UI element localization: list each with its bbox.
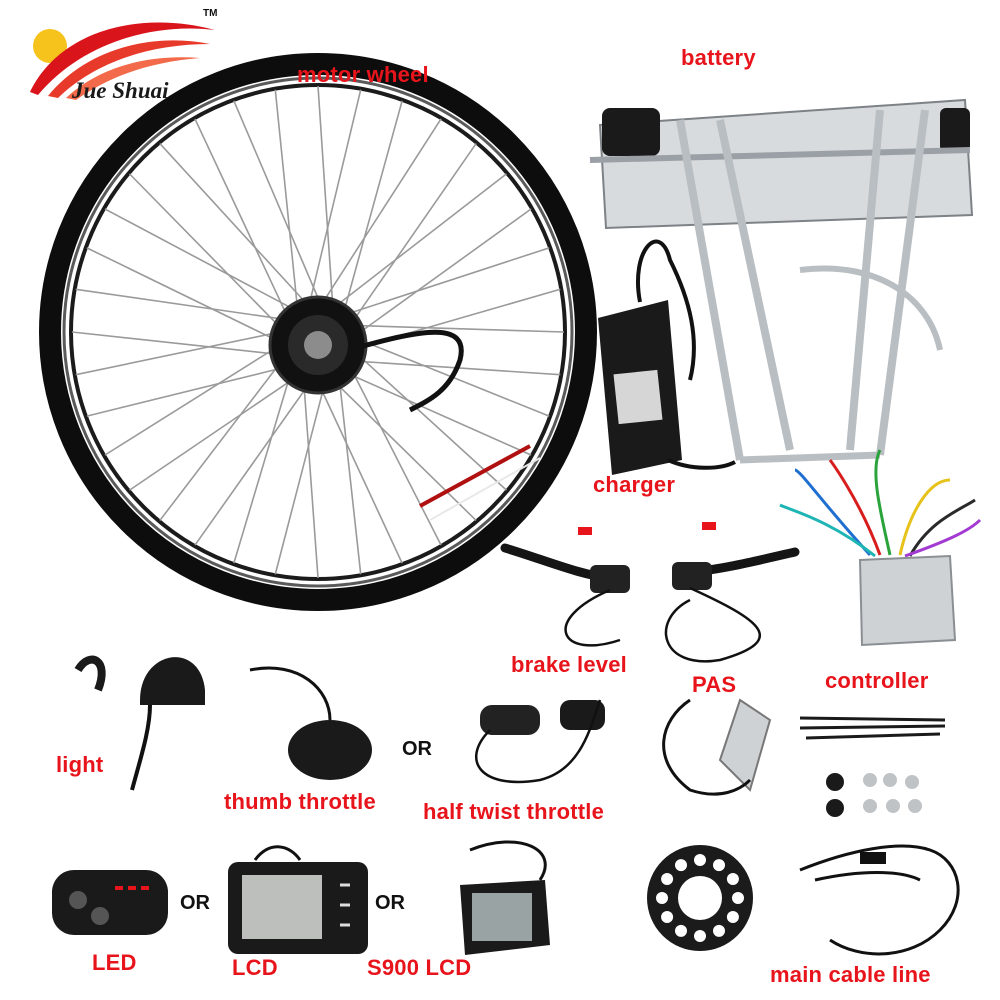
label-battery: battery [681,45,756,70]
label-thumb-throttle: thumb throttle [224,789,376,814]
bolts-icon [826,773,922,817]
cable-ties-icon [799,716,946,740]
twist-throttle-icon [475,699,605,784]
or-separator-lcd-s900: OR [375,892,405,914]
led-display-icon [52,870,168,935]
label-pas: PAS [692,672,737,697]
thumb-throttle-icon [249,666,372,780]
brand-name: Jue Shuai [72,78,169,103]
pas-disc-icon [647,845,753,951]
label-lcd: LCD [232,955,278,980]
lcd-display-icon [228,845,368,954]
label-half-twist-throttle: half twist throttle [423,799,605,824]
label-light: light [56,752,104,777]
or-separator-led-lcd: OR [180,892,210,914]
motor-wheel-icon [39,53,597,611]
s900-display-icon [460,840,550,955]
light-icon [74,655,205,791]
pas-sensor-icon [662,698,772,796]
label-led: LED [92,950,137,975]
brand-logo-swoosh-icon [30,22,215,100]
charger-icon [598,239,736,475]
label-charger: charger [593,472,676,497]
label-motor-wheel: motor wheel [297,62,429,87]
label-controller: controller [825,668,929,693]
label-s900-lcd: S900 LCD [367,955,472,980]
label-brake-level: brake level [511,652,627,677]
cable-harness-icon [799,844,960,956]
label-main-cable-line: main cable line [770,962,931,987]
battery-rack-icon [589,98,974,464]
controller-icon [779,449,982,647]
or-separator-throttle: OR [402,738,432,760]
trademark-mark: TM [203,8,218,19]
brake-lever-icon [500,522,800,663]
